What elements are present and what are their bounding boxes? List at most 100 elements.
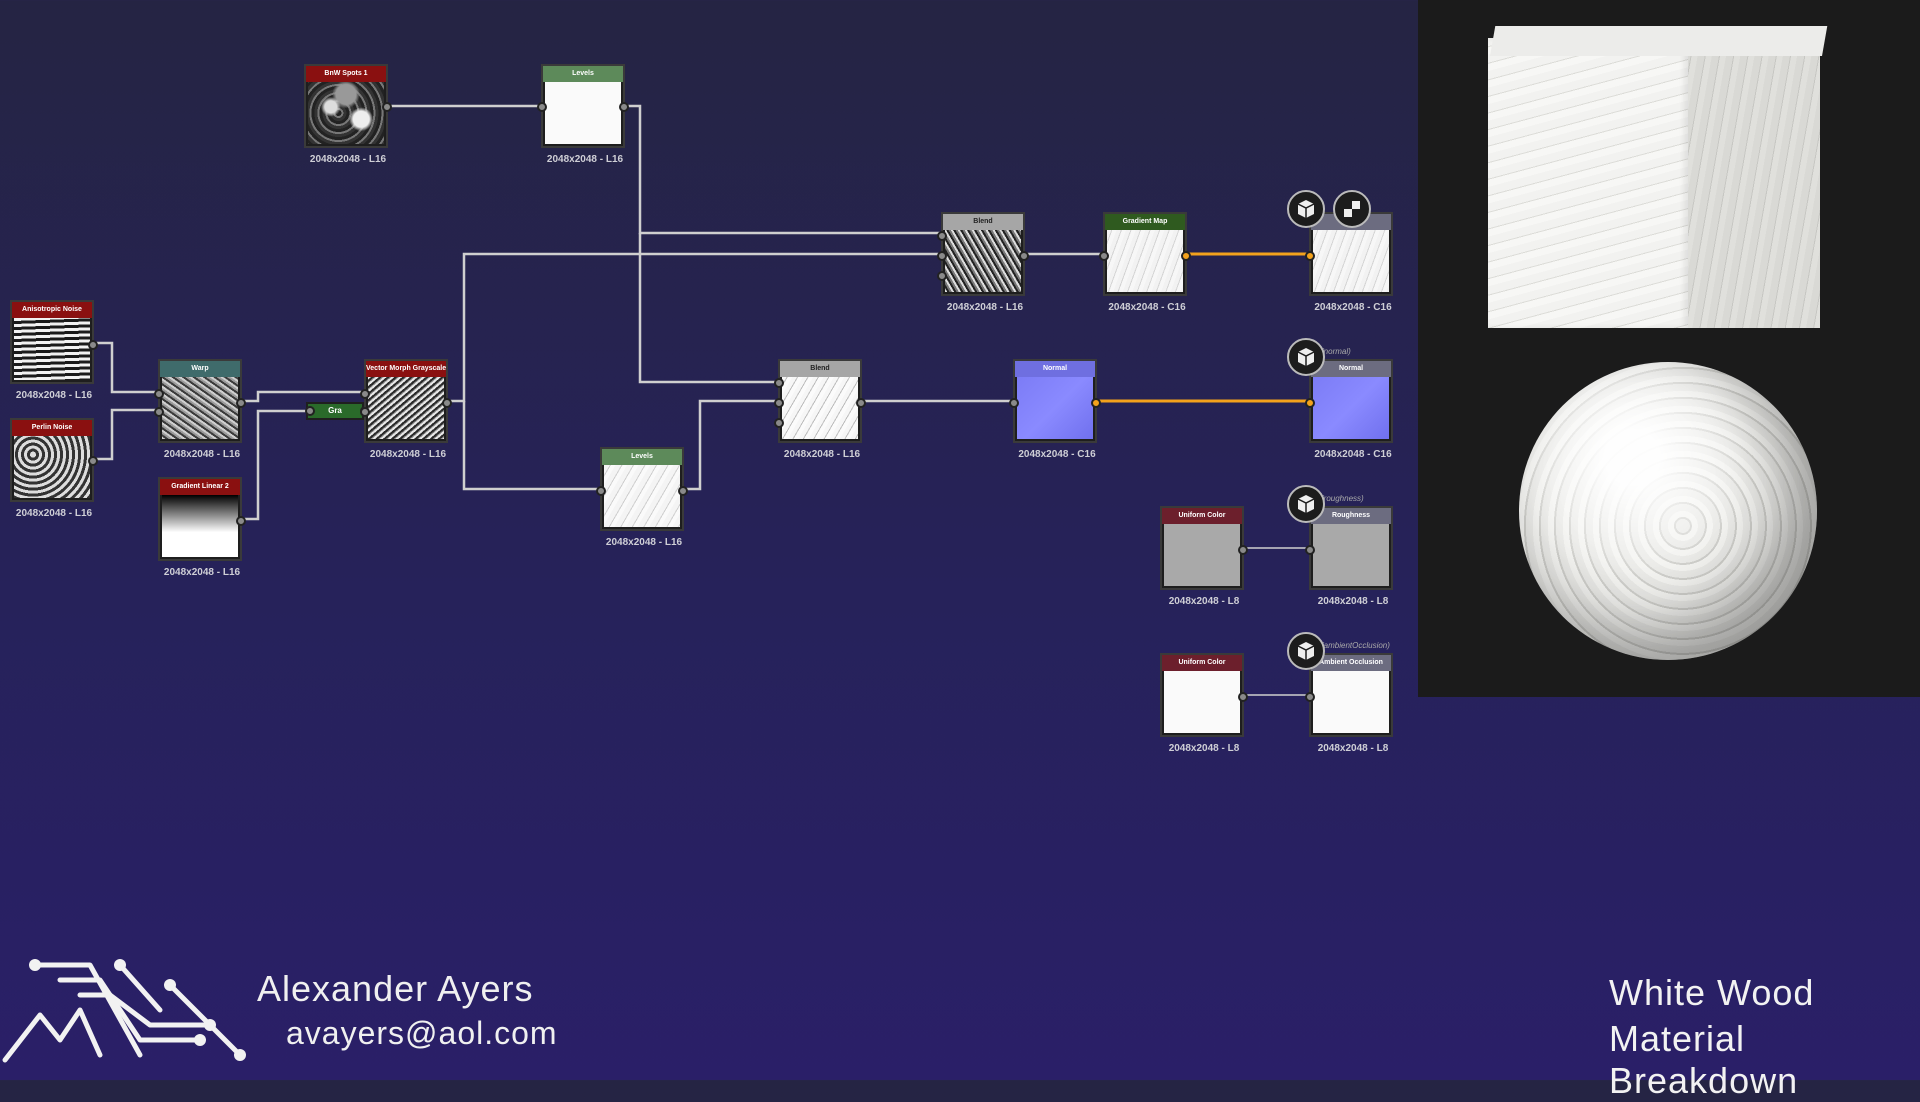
node-size: 2048x2048 - L16 — [309, 154, 387, 165]
node-size: 2048x2048 - L16 — [546, 154, 624, 165]
node-size: 2048x2048 - L16 — [783, 449, 861, 460]
output-port[interactable] — [1238, 545, 1248, 555]
node-thumbnail — [945, 230, 1021, 292]
node-blend-top[interactable]: Blend 2048x2048 - L16 — [937, 212, 1029, 313]
node-size: 2048x2048 - L8 — [1317, 743, 1389, 754]
input-port[interactable] — [937, 251, 947, 261]
node-blend-mid[interactable]: Blend 2048x2048 - L16 — [774, 359, 866, 460]
wire — [462, 401, 602, 491]
wire — [638, 233, 778, 384]
node-vector-morph-grayscale[interactable]: Vector Morph Grayscale 2048x2048 - L16 — [360, 359, 452, 460]
node-title: Levels — [543, 66, 623, 82]
input-port[interactable] — [537, 102, 547, 112]
circuit-logo — [2, 959, 246, 1063]
node-anisotropic-noise[interactable]: Anisotropic Noise 2048x2048 - L16 — [10, 300, 98, 401]
node-title: BnW Spots 1 — [306, 66, 386, 82]
author-email: avayers@aol.com — [286, 1015, 558, 1051]
cube-icon[interactable] — [1287, 338, 1325, 376]
output-port[interactable] — [1181, 251, 1191, 261]
input-port[interactable] — [596, 486, 606, 496]
wire — [625, 104, 941, 235]
input-port[interactable] — [1099, 251, 1109, 261]
node-title: Normal — [1015, 361, 1095, 377]
node-size: 2048x2048 - L8 — [1168, 596, 1240, 607]
output-usage-tag: (normal) — [1321, 347, 1351, 356]
cube-icon[interactable] — [1287, 485, 1325, 523]
node-title: Ambient Occlusion — [1311, 655, 1391, 671]
node-size: 2048x2048 - L8 — [1317, 596, 1389, 607]
node-thumbnail — [162, 495, 238, 557]
output-port[interactable] — [88, 340, 98, 350]
input-port[interactable] — [154, 389, 164, 399]
node-normal[interactable]: Normal 2048x2048 - C16 — [1009, 359, 1101, 460]
node-size: 2048x2048 - C16 — [1018, 449, 1096, 460]
node-uniform-color-1[interactable]: Uniform Color 2048x2048 - L8 — [1160, 506, 1248, 607]
preview-sphere — [1519, 362, 1817, 660]
wire — [240, 409, 311, 521]
preview-cube-top — [1490, 26, 1828, 56]
node-uniform-color-2[interactable]: Uniform Color 2048x2048 - L8 — [1160, 653, 1248, 754]
output-port[interactable] — [619, 102, 629, 112]
input-port[interactable] — [774, 378, 784, 388]
wire — [448, 252, 941, 403]
output-port[interactable] — [236, 398, 246, 408]
cube-icon[interactable] — [1287, 190, 1325, 228]
input-port[interactable] — [154, 407, 164, 417]
output-port[interactable] — [856, 398, 866, 408]
cube-icon[interactable] — [1287, 632, 1325, 670]
input-port[interactable] — [1009, 398, 1019, 408]
node-thumbnail — [1313, 671, 1389, 733]
node-levels-mid[interactable]: Levels 2048x2048 - L16 — [596, 447, 688, 548]
node-bnw-spots[interactable]: BnW Spots 1 2048x2048 - L16 — [304, 64, 392, 165]
output-normal[interactable]: Normal 2048x2048 - C16 — [1305, 359, 1393, 460]
output-port[interactable] — [442, 398, 452, 408]
output-port[interactable] — [382, 102, 392, 112]
input-port[interactable] — [774, 398, 784, 408]
node-size: 2048x2048 - L16 — [163, 567, 241, 578]
output-port[interactable] — [88, 456, 98, 466]
input-port[interactable] — [360, 389, 370, 399]
node-title: Levels — [602, 449, 682, 465]
input-port[interactable] — [1305, 692, 1315, 702]
node-levels-top[interactable]: Levels 2048x2048 - L16 — [537, 64, 629, 165]
output-port[interactable] — [1091, 398, 1101, 408]
output-ambient-occlusion[interactable]: Ambient Occlusion 2048x2048 - L8 — [1305, 653, 1393, 754]
node-thumbnail — [162, 377, 238, 439]
preview-cube-side — [1688, 30, 1820, 328]
node-title: Normal — [1311, 361, 1391, 377]
node-size: 2048x2048 - L16 — [369, 449, 447, 460]
input-port[interactable] — [305, 406, 315, 416]
node-thumbnail — [1313, 377, 1389, 439]
node-gradient-map[interactable]: Gradient Map 2048x2048 - C16 — [1099, 212, 1191, 313]
output-usage-tag: (ambientOcclusion) — [1321, 641, 1390, 650]
node-size: 2048x2048 - L16 — [605, 537, 683, 548]
input-port[interactable] — [937, 231, 947, 241]
node-thumbnail — [1313, 524, 1389, 586]
node-title: Blend — [943, 214, 1023, 230]
output-roughness[interactable]: Roughness 2048x2048 - L8 — [1305, 506, 1393, 607]
output-port[interactable] — [1238, 692, 1248, 702]
output-port[interactable] — [1019, 251, 1029, 261]
node-warp[interactable]: Warp 2048x2048 - L16 — [154, 359, 246, 460]
input-port[interactable] — [1305, 545, 1315, 555]
input-port[interactable] — [360, 407, 370, 417]
node-perlin-noise[interactable]: Perlin Noise 2048x2048 - L16 — [10, 418, 98, 519]
node-thumbnail — [545, 82, 621, 144]
input-port[interactable] — [774, 418, 784, 428]
node-thumbnail — [14, 318, 90, 380]
output-port[interactable] — [236, 516, 246, 526]
input-port[interactable] — [937, 271, 947, 281]
preview-cube — [1488, 38, 1688, 328]
node-size: 2048x2048 - L16 — [15, 390, 93, 401]
input-port[interactable] — [1305, 251, 1315, 261]
node-thumbnail — [368, 377, 444, 439]
checker-icon[interactable] — [1333, 190, 1371, 228]
input-port[interactable] — [1305, 398, 1315, 408]
node-title: Anisotropic Noise — [12, 302, 92, 318]
node-gradient-linear[interactable]: Gradient Linear 2 2048x2048 - L16 — [158, 477, 246, 578]
wire — [93, 341, 158, 394]
node-thumbnail — [308, 82, 384, 144]
output-port[interactable] — [678, 486, 688, 496]
node-title: Gradient Map — [1105, 214, 1185, 230]
material-title: White Wood — [1609, 972, 1815, 1013]
